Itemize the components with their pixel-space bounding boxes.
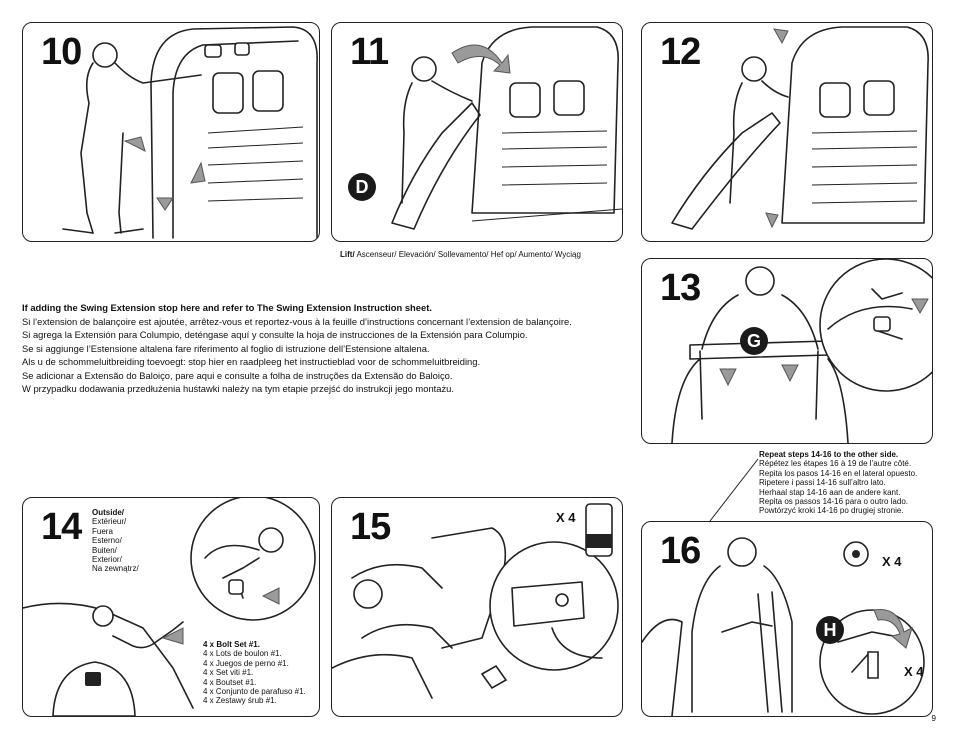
step-number: 13 <box>660 267 701 309</box>
step-15-panel: 15 X 4 <box>331 497 623 717</box>
step-13-panel: 13 G <box>641 258 933 444</box>
swing-extension-line-it: Se si aggiunge l’Estensione altalena far… <box>22 342 430 354</box>
repeat-line-en: Repeat steps 14-16 to the other side. <box>759 450 899 459</box>
outside-line-nl: Buiten/ <box>92 545 117 555</box>
bolt-set-label: 4 x Bolt Set #1. 4 x Lots de boulon #1. … <box>203 640 306 706</box>
repeat-line-it: Ripetere i passi 14-16 sull’altro lato. <box>759 478 886 488</box>
repeat-line-nl: Herhaal stap 14-16 aan de andere kant. <box>759 487 901 497</box>
bolt-set-line-it: 4 x Set viti #1. <box>203 668 254 678</box>
step-number: 12 <box>660 31 701 73</box>
part-g-badge: G <box>740 327 768 355</box>
swing-extension-line-nl: Als u de schommeluitbreiding toevoegt: s… <box>22 356 481 367</box>
step-12-illustration <box>671 26 929 230</box>
swing-extension-line-es: Si agrega la Extensión para Columpio, de… <box>22 329 528 340</box>
bolt-set-line-fr: 4 x Lots de boulon #1. <box>203 649 282 659</box>
page-number: 9 <box>931 714 936 723</box>
step-number: 11 <box>350 31 389 73</box>
repeat-line-pt: Repita os passos 14-16 para o outro lado… <box>759 497 908 507</box>
step-10-illustration <box>62 26 318 239</box>
step-14-panel: 14 Outside/ Extérieur/ Fuera Esterno/ Bu… <box>22 497 320 717</box>
washer-quantity-x4: X 4 <box>882 554 902 569</box>
outside-line-fr: Extérieur/ <box>92 517 127 527</box>
step-10-panel: 10 <box>22 22 320 242</box>
swing-extension-note: If adding the Swing Extension stop here … <box>22 301 572 396</box>
lift-caption-bold: Lift/ <box>340 250 355 259</box>
outside-line-pl: Na zewnątrz/ <box>92 564 139 574</box>
bolt-quantity-x4: X 4 <box>556 510 576 525</box>
outside-line-es: Fuera <box>92 526 113 536</box>
step-number: 10 <box>41 31 82 73</box>
step-12-panel: 12 <box>641 22 933 242</box>
repeat-steps-note: Repeat steps 14-16 to the other side. Ré… <box>759 450 917 516</box>
bolt-set-line-nl: 4 x Boutset #1. <box>203 677 257 687</box>
step-13-illustration <box>671 259 932 443</box>
swing-extension-line-fr: Si l’extension de balançoire est ajoutée… <box>22 315 572 327</box>
step-number: 15 <box>350 506 391 548</box>
repeat-callout-line <box>709 458 759 522</box>
swing-extension-line-pl: W przypadku dodawania przedłużenia huśta… <box>22 383 454 394</box>
step-number: 14 <box>41 506 82 548</box>
step-11-illustration <box>391 26 622 230</box>
bolt-set-line-es: 4 x Juegos de perno #1. <box>203 658 289 668</box>
bolt-quantity-x4: X 4 <box>904 664 924 679</box>
step-16-panel: 16 H X 4 X 4 <box>641 521 933 717</box>
lift-caption: Lift/ Ascenseur/ Elevación/ Sollevamento… <box>340 250 581 259</box>
step-15-illustration <box>332 503 619 699</box>
repeat-line-fr: Répétez les étapes 16 à 19 de l’autre cô… <box>759 459 912 469</box>
step-14-illustration <box>23 498 316 716</box>
bolt-set-line-pl: 4 x Zestawy śrub #1. <box>203 696 277 706</box>
outside-line-it: Esterno/ <box>92 536 122 546</box>
lift-caption-rest: Ascenseur/ Elevación/ Sollevamento/ Hef … <box>354 250 581 259</box>
step-16-illustration <box>642 537 925 716</box>
swing-extension-line-pt: Se adicionar a Extensão do Baloiço, pare… <box>22 369 453 381</box>
repeat-line-es: Repita los pasos 14-16 en el lateral opu… <box>759 468 918 478</box>
outside-line-en: Outside/ <box>92 508 125 517</box>
bolt-set-line-en: 4 x Bolt Set #1. <box>203 640 260 649</box>
part-h-badge: H <box>816 616 844 644</box>
swing-extension-line-en: If adding the Swing Extension stop here … <box>22 302 432 313</box>
bolt-set-line-pt: 4 x Conjunto de parafuso #1. <box>203 687 306 697</box>
repeat-line-pl: Powtórzyć kroki 14-16 po drugiej stronie… <box>759 506 904 516</box>
step-number: 16 <box>660 530 701 572</box>
part-d-badge: D <box>348 173 376 201</box>
outside-label: Outside/ Extérieur/ Fuera Esterno/ Buite… <box>92 508 139 574</box>
outside-line-pt: Exterior/ <box>92 555 122 565</box>
step-11-panel: 11 D <box>331 22 623 242</box>
